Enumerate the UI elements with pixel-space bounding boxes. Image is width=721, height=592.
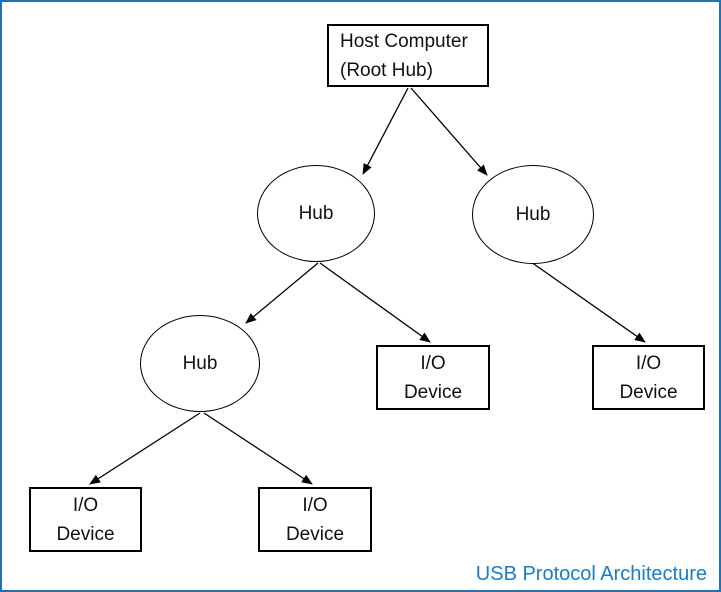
edge-hub-right-to-io-right xyxy=(530,261,646,343)
node-io-device-bottom-center-label: I/O Device xyxy=(285,494,345,545)
diagram-caption: USB Protocol Architecture xyxy=(475,563,707,585)
node-hub-right-label: Hub xyxy=(515,204,551,225)
node-hub-left-label: Hub xyxy=(298,203,334,224)
edge-hub-left-to-io-middle xyxy=(319,262,431,343)
node-io-device-bottom-left: I/O Device xyxy=(29,487,142,552)
node-host-computer-label: Host Computer (Root Hub) xyxy=(340,30,468,81)
edge-hub-lower-to-io-bottom-center xyxy=(203,412,313,485)
node-io-device-right-label: I/O Device xyxy=(619,352,678,403)
node-io-device-right: I/O Device xyxy=(592,345,705,410)
edge-hub-lower-to-io-bottom-left xyxy=(89,412,201,485)
edge-hub-left-to-hub-lower xyxy=(245,262,319,324)
node-hub-lower-label: Hub xyxy=(182,353,218,374)
node-hub-lower: Hub xyxy=(140,315,260,412)
node-io-device-middle: I/O Device xyxy=(376,345,490,410)
node-hub-left: Hub xyxy=(257,165,375,262)
node-io-device-bottom-left-label: I/O Device xyxy=(56,494,115,545)
edge-host-to-hub-left xyxy=(362,87,409,175)
node-hub-right: Hub xyxy=(472,165,594,264)
node-host-computer: Host Computer (Root Hub) xyxy=(327,24,489,87)
edge-host-to-hub-right xyxy=(410,87,488,176)
node-io-device-bottom-center: I/O Device xyxy=(258,487,372,552)
node-io-device-middle-label: I/O Device xyxy=(403,352,463,403)
